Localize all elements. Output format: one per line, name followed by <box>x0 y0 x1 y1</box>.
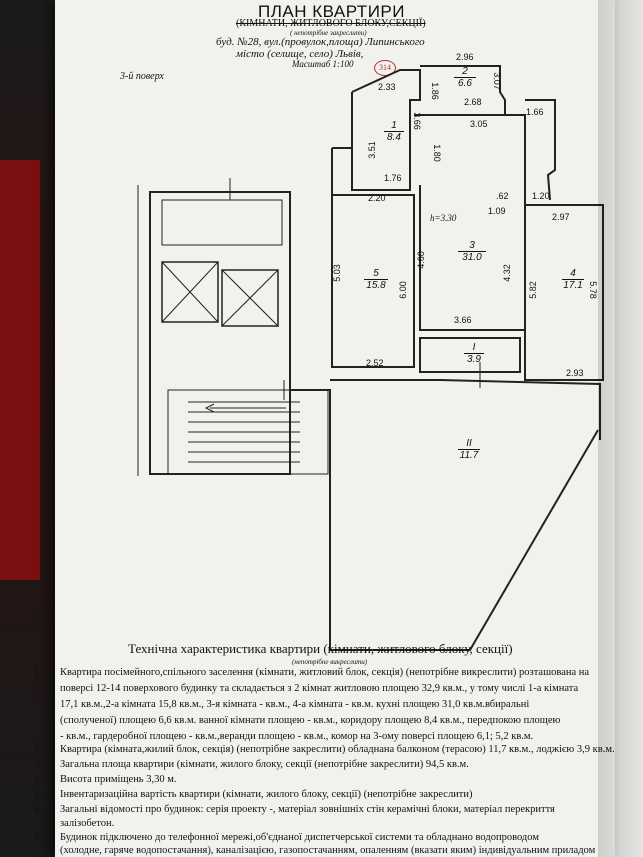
dim-1-86: 1.86 <box>429 82 440 100</box>
room-4-label: 4 17.1 <box>562 268 584 291</box>
room-3-number: 3 <box>458 240 486 252</box>
item-1-number: 1. <box>34 667 43 679</box>
item-6-line-2: залізобетон. <box>60 818 115 829</box>
item-1-line-3: 17,1 кв.м.,2-а кімната 15,8 кв.м., 3-я к… <box>60 699 530 710</box>
document-page <box>55 0 615 857</box>
dim-1-20: 1.20 <box>532 191 550 201</box>
address-line-2: місто (селище, село) Львів, <box>236 48 364 60</box>
item-1-line-5: - кв.м., гардеробної площею - кв.м.,вера… <box>60 731 534 742</box>
dim-2-52: 2.52 <box>366 358 384 368</box>
room-4-area: 17.1 <box>563 280 583 291</box>
page-title: ПЛАН КВАРТИРИ <box>258 2 405 21</box>
item-2-line-1: Квартира (кімната,жилий блок, секція) (н… <box>60 744 615 755</box>
balcony-area: 11.7 <box>459 450 479 461</box>
loggia-number: I <box>464 342 484 354</box>
dim-3-05: 3.05 <box>470 119 488 129</box>
dim-1-76: 1.76 <box>384 173 402 183</box>
item-7-line-2: (холодне, гаряче водопостачання), каналі… <box>60 845 596 856</box>
room-2-number: 2 <box>454 66 476 78</box>
dim-1-09: 1.09 <box>488 206 506 216</box>
item-3-number: 3. <box>34 759 43 771</box>
subtitle: (КІМНАТИ, ЖИТЛОВОГО БЛОКУ,СЕКЦІЇ) <box>236 18 426 29</box>
item-1-line-1: Квартира посімейного,спільного заселення… <box>60 667 590 678</box>
stamp-number: 314 <box>374 60 396 76</box>
item-4-line-1: Висота приміщень 3,30 м. <box>60 774 177 785</box>
balcony-label: II 11.7 <box>458 438 480 461</box>
page-fold-shadow <box>598 0 643 857</box>
item-1-line-4: (сполученої) площею 6,6 кв.м. ванної кім… <box>60 715 561 726</box>
dim-3-66-horizontal: 3.66 <box>454 315 472 325</box>
room-1-number: 1 <box>384 120 404 132</box>
loggia-area: 3.9 <box>467 354 481 365</box>
dim-2-93: 2.93 <box>566 368 584 378</box>
dim-3-51: 3.51 <box>366 141 377 159</box>
item-1-line-2: поверсі 12-14 поверхового будинку та скл… <box>60 683 579 694</box>
room-5-number: 5 <box>364 268 388 280</box>
dim-2-33: 2.33 <box>378 82 396 92</box>
item-5-number: 5. <box>34 789 43 801</box>
dim-1-66: 1.66 <box>526 107 544 117</box>
room-5-area: 15.8 <box>366 280 386 291</box>
item-5-line-1: Інвентаризаційна вартість квартири (кімн… <box>60 789 473 800</box>
address-line-1: буд. №28, вул.(провулок,площа) Липинсько… <box>216 36 425 48</box>
item-7-number: 7. <box>34 832 43 844</box>
room-2-label: 2 6.6 <box>454 66 476 89</box>
room-2-area: 6.6 <box>458 78 472 89</box>
item-3-line-1: Загальна площа квартири (кімнати, жилого… <box>60 759 469 770</box>
room-4-number: 4 <box>562 268 584 280</box>
dim-4-32: 4.32 <box>501 264 512 282</box>
room-3-label: 3 31.0 <box>458 240 486 263</box>
dim-2-97: 2.97 <box>552 212 570 222</box>
dim-2-68: 2.68 <box>464 97 482 107</box>
room-3-area: 31.0 <box>462 252 482 263</box>
dim-2-20: 2.20 <box>368 193 386 203</box>
loggia-label: I 3.9 <box>464 342 484 365</box>
item-4-number: 4. <box>34 774 43 786</box>
dim-5-78: 5.78 <box>587 281 598 299</box>
dim-1-80: 1.80 <box>431 144 442 162</box>
item-6-line-1: Загальні відомості про будинок: серія пр… <box>60 804 555 815</box>
dim-5-82: 5.82 <box>527 281 538 299</box>
scale: Масштаб 1:100 <box>292 59 354 69</box>
dim-4-60: 4.60 <box>415 251 426 269</box>
item-6-number: 6. <box>34 804 43 816</box>
section-heading: Технічна характеристика квартири (кімнат… <box>128 641 513 656</box>
room-5-label: 5 15.8 <box>364 268 388 291</box>
dim-6-00: 6.00 <box>397 281 408 299</box>
dim-3-07: 3.07 <box>491 72 502 90</box>
dim-3-66-vertical: 3.66 <box>411 112 422 130</box>
background-red-fabric <box>0 160 40 580</box>
ceiling-height: h=3.30 <box>430 213 457 223</box>
floor-label: 3-й поверх <box>120 71 164 82</box>
dim-2-96: 2.96 <box>456 52 474 62</box>
balcony-number: II <box>458 438 480 450</box>
room-1-area: 8.4 <box>387 132 401 143</box>
subtitle-note: ( непотрібне закреслити) <box>290 29 367 37</box>
section-heading-note: (непотрібне викреслити) <box>292 658 368 666</box>
item-7-line-1: Будинок підключено до телефонної мережі,… <box>60 832 539 843</box>
room-1-label: 1 8.4 <box>384 120 404 143</box>
item-2-number: 2. <box>34 744 43 756</box>
dim-0-62: .62 <box>496 191 509 201</box>
dim-5-03: 5.03 <box>331 264 342 282</box>
